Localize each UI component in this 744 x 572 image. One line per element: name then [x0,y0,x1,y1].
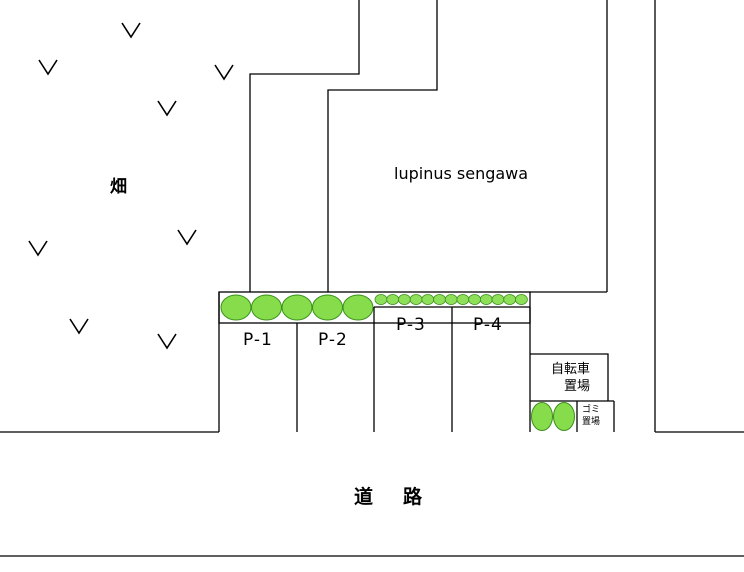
hedge-shrub [409,294,423,305]
garbage-area-shrub [531,402,553,431]
crop-symbol [157,100,177,117]
crop-symbol [38,59,58,76]
hedge-shrub [479,294,493,305]
garbage-area-shrubs [531,402,575,431]
crop-symbol [28,240,48,257]
crop-symbol [121,22,141,39]
bicycle-parking-label: 自転車 置場 [542,361,590,395]
field-label: 畑 [110,177,127,197]
parking-slot-label: P-2 [318,330,348,350]
garbage-area-shrub [553,402,575,431]
crop-symbol [214,64,234,81]
bicycle-parking-label-line2: 置場 [563,379,590,394]
hedge-shrub [468,294,482,305]
hedge-shrub [220,294,252,321]
hedge-shrub [456,294,470,305]
hedge-shrub [342,294,374,321]
field-crop-symbols [28,22,234,350]
parking-slot-label: P-3 [396,315,426,335]
bicycle-parking-box [530,353,609,401]
building-name: lupinus sengawa [394,164,529,183]
hedge-strip [218,291,531,324]
parking-dividers [218,292,531,432]
crop-symbol [157,333,177,350]
building-left-wing [249,0,360,292]
hedge-shrub [444,294,458,305]
hedge-shrub [433,294,446,305]
parking-slot-label: P-1 [243,330,273,350]
garbage-area-label: ゴミ 置場 [582,404,606,428]
road-label: 道路 [354,486,453,508]
parking-slot-label: P-4 [473,315,503,335]
hedge-shrub [421,294,435,305]
garbage-area-label-line1: ゴミ [582,405,601,415]
hedge-shrub [374,294,388,305]
hedge-shrub [251,294,282,321]
crop-symbol [69,318,89,335]
hedge-shrub [515,294,528,305]
hedge-shrub [491,294,505,305]
building-main-block [327,0,438,292]
bicycle-parking-label-line1: 自転車 [550,362,590,377]
hedge-shrub [503,294,517,305]
crop-symbol [177,229,197,246]
hedge-shrub [312,294,343,321]
hedge-shrub [397,294,411,305]
hedge-trees-large [220,294,374,321]
hedge-trees-small [374,294,528,305]
garbage-area-label-line2: 置場 [582,417,601,427]
building-outline [249,0,608,293]
hedge-shrub [386,294,400,305]
hedge-shrub [281,294,313,321]
